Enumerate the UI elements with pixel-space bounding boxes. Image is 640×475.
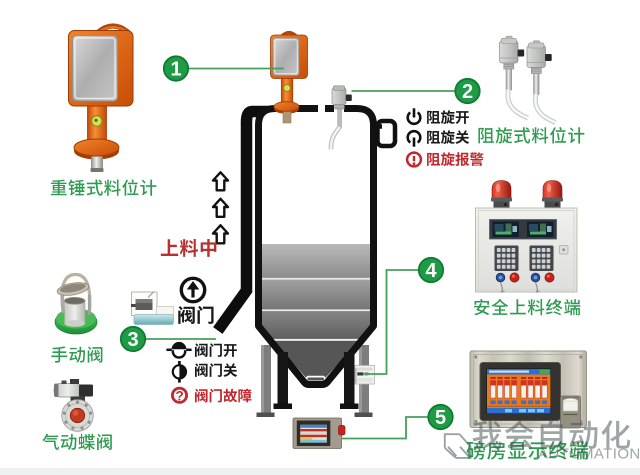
svg-text:2: 2	[462, 81, 473, 103]
svg-text:1: 1	[170, 59, 181, 81]
svg-text:?: ?	[175, 388, 183, 403]
svg-text:4: 4	[425, 260, 437, 282]
svg-text:5: 5	[435, 407, 446, 429]
svg-text:AUTOMATION: AUTOMATION	[538, 446, 640, 463]
svg-text:3: 3	[127, 329, 138, 351]
